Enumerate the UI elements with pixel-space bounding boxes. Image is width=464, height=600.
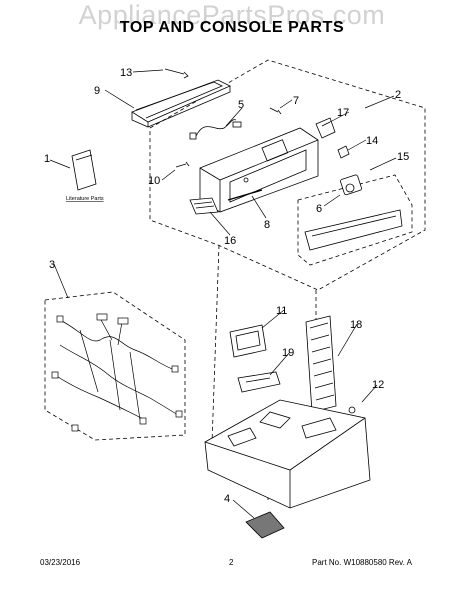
lint-filter-part [305, 315, 337, 413]
callout-14: 14 [366, 135, 378, 147]
pad-part [245, 511, 285, 539]
callout-10: 10 [148, 175, 160, 187]
callout-19: 19 [282, 347, 294, 359]
rod-part [227, 189, 263, 201]
literature-part [71, 149, 97, 191]
control-board-part [229, 324, 267, 358]
knob-part [340, 174, 362, 196]
console-cap-boundary [297, 174, 413, 266]
filter-housing-part [237, 371, 281, 393]
screw-part [164, 68, 189, 79]
footer-date: 03/23/2016 [40, 558, 81, 567]
connector-block-part [189, 197, 219, 215]
literature-label: Literature Parts [66, 196, 104, 202]
callout-6: 6 [316, 203, 322, 215]
leader-lines [49, 69, 397, 519]
callout-8: 8 [264, 219, 270, 231]
console-assembly-boundary [149, 59, 426, 291]
callout-17: 17 [337, 107, 349, 119]
clip-part [337, 145, 350, 159]
callout-labels: 13 9 5 7 17 2 1 14 15 10 6 8 16 3 11 18 … [44, 67, 409, 505]
callout-12: 12 [372, 379, 384, 391]
callout-7: 7 [293, 95, 299, 107]
callout-4: 4 [224, 493, 230, 505]
callout-16: 16 [224, 235, 236, 247]
watermark: AppliancePartsPros.com [78, 0, 386, 30]
wiring-harness-boundary [44, 291, 186, 441]
bracket-part [315, 117, 336, 139]
console-body-part [199, 127, 319, 213]
callout-2: 2 [395, 89, 401, 101]
callout-3: 3 [49, 259, 55, 271]
callout-13: 13 [120, 67, 132, 79]
console-trim-part [131, 79, 231, 128]
screw-part [269, 107, 282, 115]
callout-9: 9 [94, 85, 100, 97]
screw-part [175, 161, 190, 168]
connector-line [211, 244, 220, 444]
callout-1: 1 [44, 153, 50, 165]
callout-18: 18 [350, 319, 362, 331]
page-title: TOP AND CONSOLE PARTS [119, 19, 345, 36]
callout-15: 15 [397, 151, 409, 163]
callout-11: 11 [276, 305, 287, 317]
footer-page-number: 2 [229, 558, 234, 567]
footer-part-number: Part No. W10880580 Rev. A [312, 558, 412, 567]
top-panel-part [204, 399, 371, 509]
small-harness-part [195, 119, 237, 137]
wiring-harness-part [51, 313, 183, 432]
console-cap-part [304, 209, 403, 251]
callout-5: 5 [238, 99, 244, 111]
